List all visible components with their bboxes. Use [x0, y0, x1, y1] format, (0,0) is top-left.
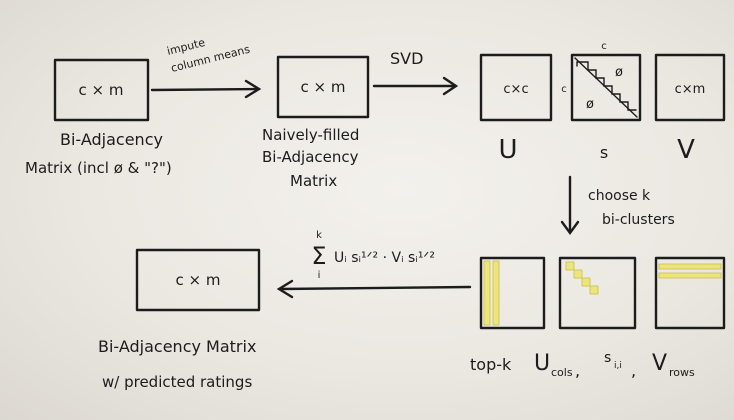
- u-col-highlight-2: [492, 260, 500, 326]
- result-caption-line2: w/ predicted ratings: [102, 373, 252, 391]
- filled-caption-line2: Bi-Adjacency: [262, 148, 359, 166]
- s-left-dim: c: [561, 84, 567, 95]
- topk-v-box: [654, 256, 726, 330]
- reconstruct-arrow: [276, 279, 472, 299]
- u-matrix: c×c: [479, 53, 553, 122]
- topk-u-matrix: [479, 256, 546, 330]
- filled-matrix-box: [276, 55, 370, 119]
- choose-label-line2: bi-clusters: [602, 212, 675, 228]
- topk-s-matrix: [558, 256, 637, 330]
- formula-upper-bound: k: [316, 230, 322, 241]
- filled-caption-line3: Matrix: [290, 172, 337, 190]
- s-matrix: ø ø: [570, 53, 642, 122]
- s-ii-label: s: [604, 350, 611, 366]
- u-matrix-dims: c×c: [503, 82, 528, 97]
- filled-matrix: c × m: [276, 55, 370, 119]
- input-matrix-dims: c × m: [79, 81, 124, 99]
- v-caption: V: [677, 135, 695, 165]
- u-matrix-box: [479, 53, 553, 122]
- s-matrix-box: [570, 53, 642, 122]
- u-cols-subscript: cols: [551, 366, 573, 379]
- v-rows-subscript: rows: [669, 366, 695, 379]
- s-diag-highlight-3: [581, 277, 591, 287]
- input-caption-line1: Bi-Adjacency: [60, 130, 163, 149]
- input-caption-line2: Matrix (incl ø & "?"): [25, 159, 172, 177]
- s-diag-highlight-1: [565, 261, 575, 271]
- svd-label: SVD: [390, 49, 423, 68]
- u-caption: U: [498, 135, 517, 165]
- result-matrix-box: [135, 248, 261, 312]
- filled-matrix-dims: c × m: [301, 78, 346, 96]
- input-matrix-box: [53, 58, 150, 122]
- result-caption-line1: Bi-Adjacency Matrix: [98, 337, 256, 356]
- topk-label: top-k: [470, 355, 512, 374]
- s-staircase: [581, 61, 637, 111]
- s-top-dim: c: [601, 41, 607, 52]
- topk-s-box: [558, 256, 637, 330]
- s-diag-highlight-4: [589, 285, 599, 295]
- impute-arrow: [150, 79, 262, 99]
- s-diagonal: [574, 57, 638, 118]
- input-matrix: c × m: [53, 58, 150, 122]
- comma-1: ,: [575, 361, 580, 380]
- u-cols-label: U: [534, 351, 550, 376]
- s-caption: s: [600, 143, 608, 162]
- v-rows-label: V: [652, 351, 667, 376]
- s-ii-subscript: i,i: [614, 361, 622, 371]
- u-col-highlight-1: [483, 260, 491, 326]
- formula-body: Uᵢ sᵢ¹ᐟ² · Vᵢ sᵢ¹ᐟ²: [334, 250, 435, 266]
- v-matrix: c×m: [654, 53, 726, 122]
- topk-v-matrix: [654, 256, 726, 330]
- filled-caption-line1: Naively-filled: [262, 126, 359, 144]
- choose-label-line1: choose k: [588, 188, 651, 204]
- v-matrix-dims: c×m: [675, 82, 706, 97]
- result-matrix-dims: c × m: [176, 271, 221, 289]
- s-diag-highlight-2: [573, 269, 583, 279]
- comma-2: ,: [631, 361, 636, 380]
- v-matrix-box: [654, 53, 726, 122]
- v-row-highlight-2: [658, 272, 722, 279]
- s-zero-upper: ø: [615, 65, 623, 80]
- formula-sigma: Σ: [311, 242, 326, 270]
- v-row-highlight-1: [658, 263, 722, 270]
- s-zero-lower: ø: [586, 97, 594, 112]
- formula-lower-bound: i: [318, 270, 321, 281]
- result-matrix: c × m: [135, 248, 261, 312]
- choose-arrow: [560, 175, 580, 236]
- topk-u-box: [479, 256, 546, 330]
- svd-arrow: [372, 76, 459, 96]
